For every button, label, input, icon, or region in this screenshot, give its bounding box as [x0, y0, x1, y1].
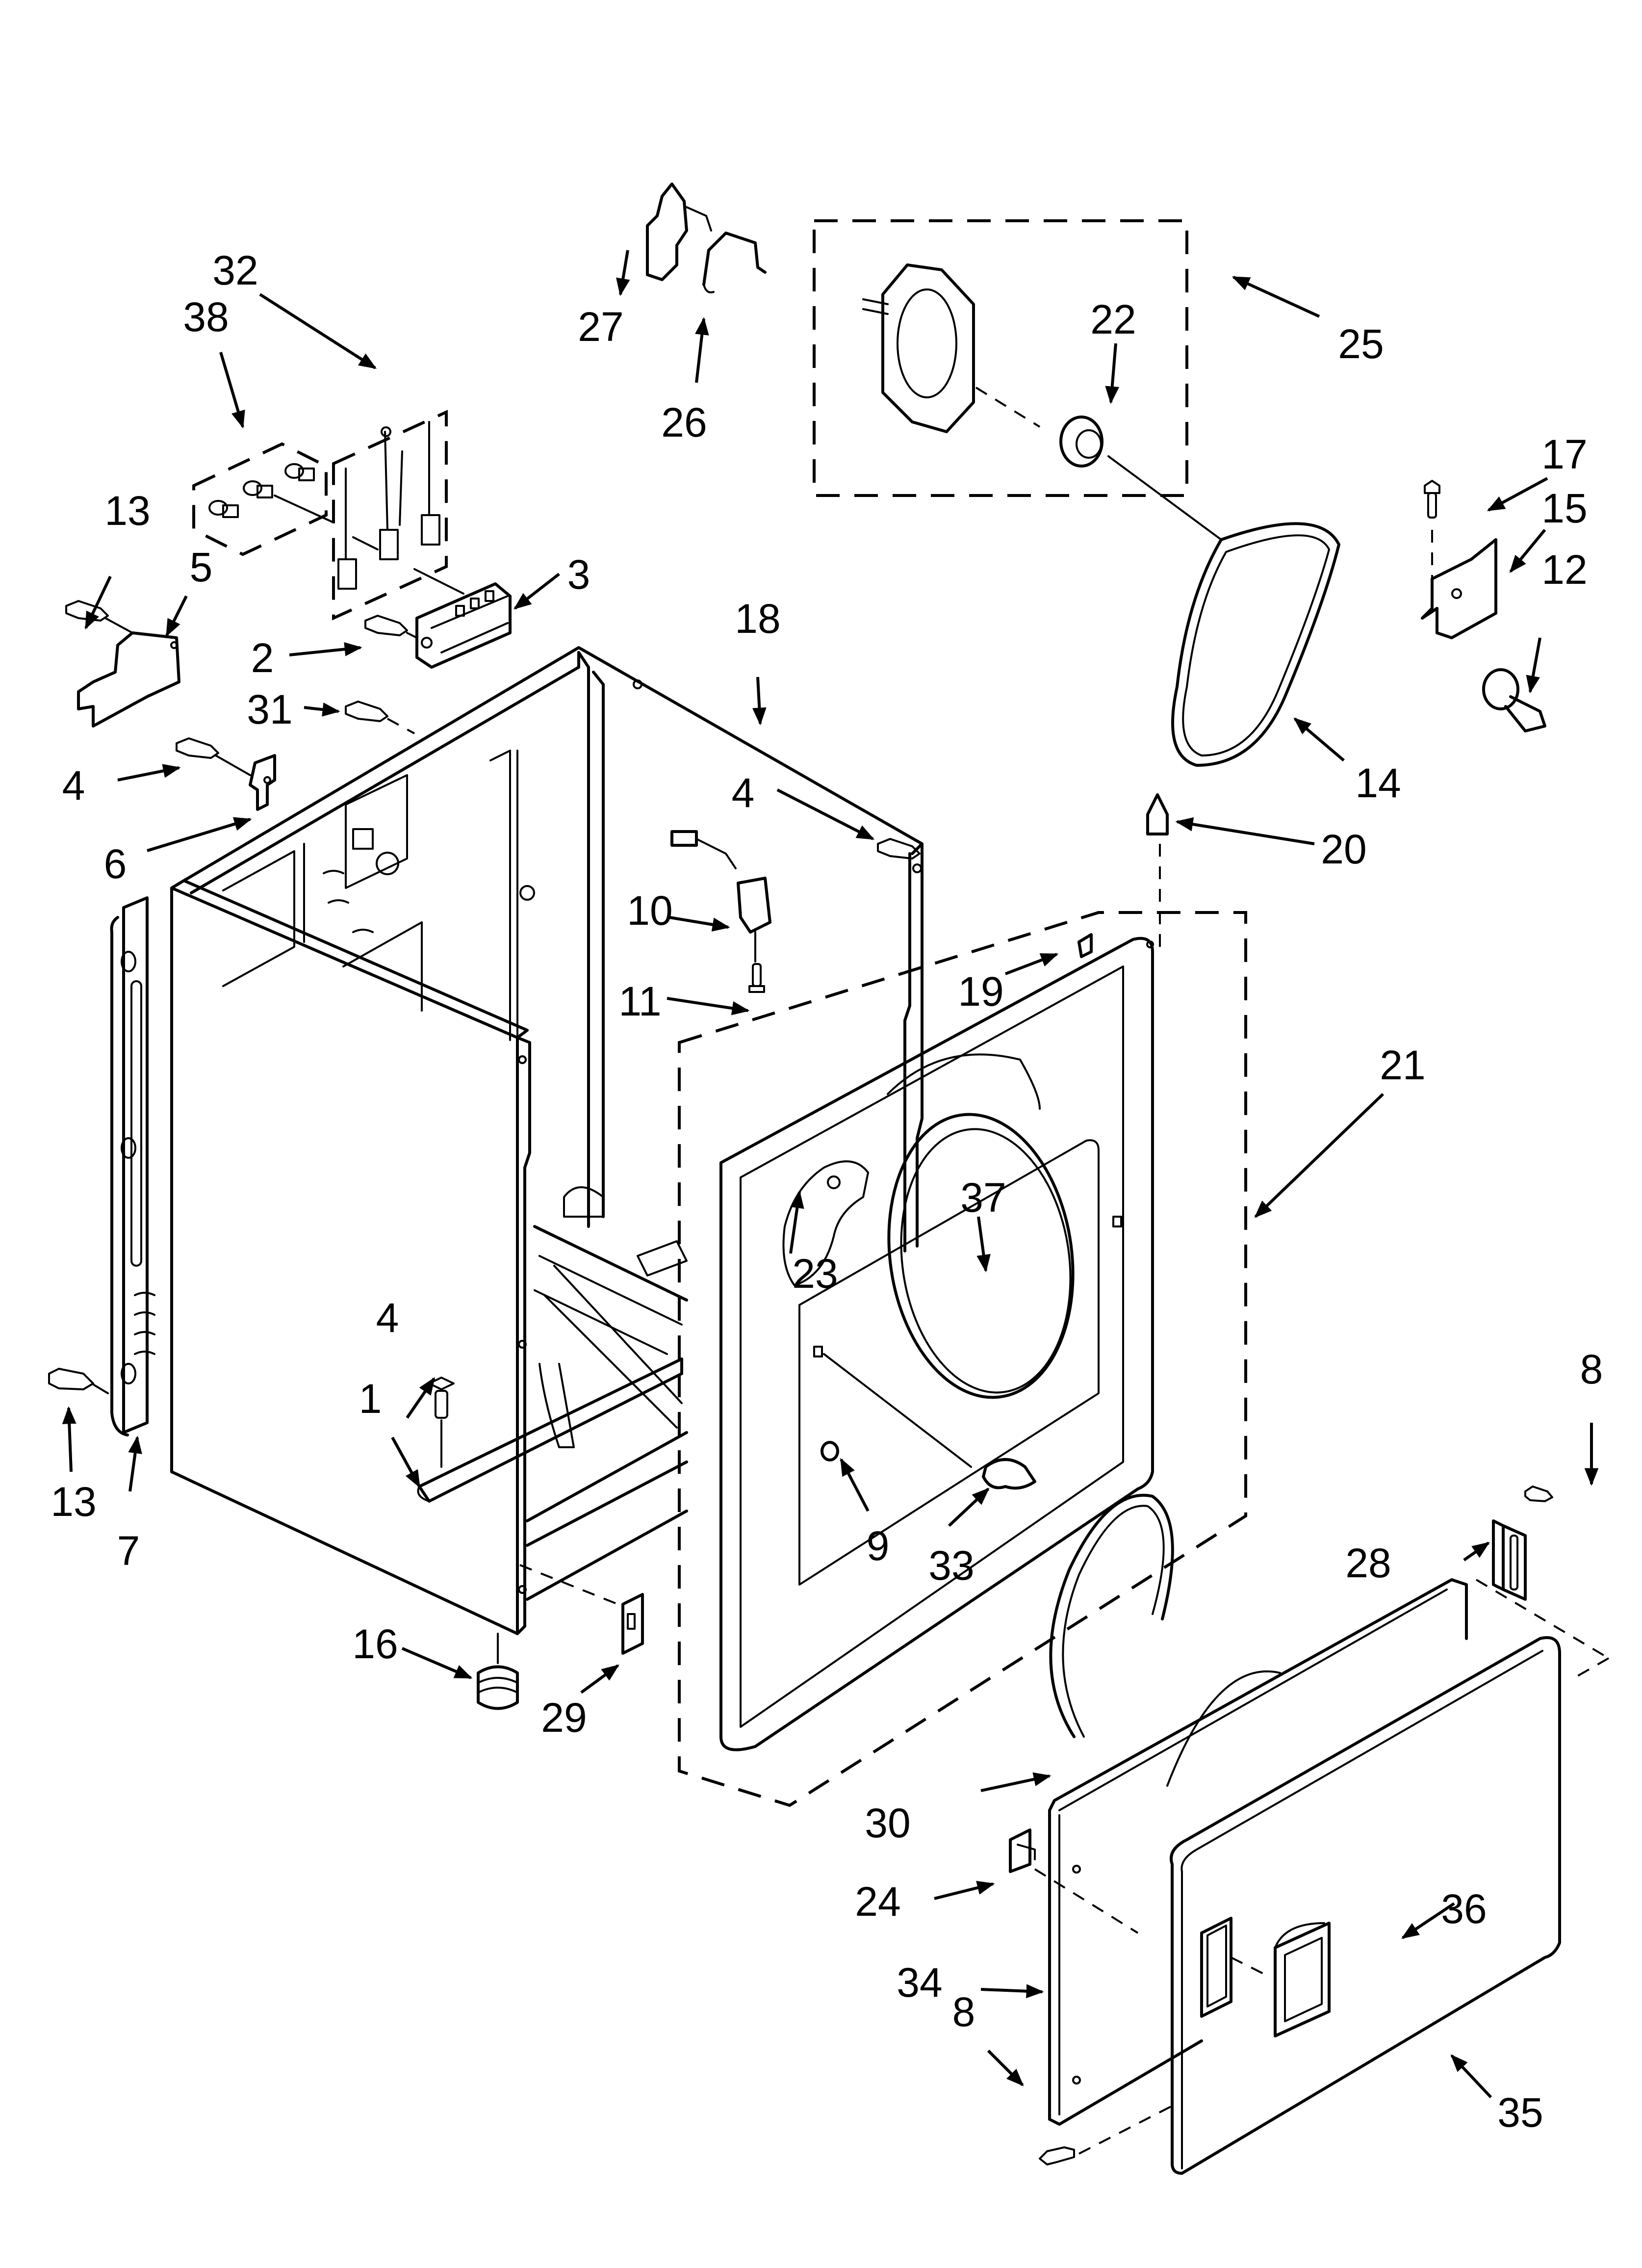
part-1-toe-panel-bar: [417, 1357, 683, 1503]
callout-13-lower: 13: [51, 1479, 96, 1525]
callout-32: 32: [212, 247, 258, 293]
part-7-side-panel-strip: [110, 896, 155, 1436]
callout-labels: 1 2 3 4 4 4 5 6 7 8 8 9 10 11 12 13 13 1…: [51, 247, 1603, 2136]
part-4-screw-lower: [428, 1377, 455, 1468]
part-22-pulley: [1059, 416, 1222, 541]
callout-33: 33: [928, 1542, 974, 1589]
callout-7: 7: [117, 1528, 140, 1574]
callout-14: 14: [1355, 760, 1401, 806]
callout-18: 18: [735, 596, 780, 642]
callout-22: 22: [1090, 296, 1136, 342]
part-16-leveling-leg: [477, 1633, 519, 1710]
part-13-screw-lower: [48, 1368, 109, 1394]
part-8-screw-lower: [1039, 2104, 1175, 2165]
part-cabinet-left-panel: [170, 879, 531, 1635]
callout-8-lower: 8: [952, 1989, 975, 2035]
part-33-clip: [823, 1353, 1036, 1490]
callout-2: 2: [251, 635, 274, 681]
part-27-bracket: [646, 182, 712, 281]
callout-30: 30: [865, 1800, 910, 1846]
callout-29: 29: [541, 1694, 587, 1741]
callout-28: 28: [1345, 1540, 1391, 1586]
part-motor: [862, 263, 1041, 433]
callout-4-right: 4: [732, 770, 755, 816]
part-front-panel: [719, 937, 1154, 1751]
callout-19: 19: [958, 968, 1003, 1015]
callout-27: 27: [578, 304, 623, 350]
callout-6: 6: [104, 841, 127, 887]
part-5-cover-plate: [77, 631, 180, 728]
callout-20: 20: [1321, 826, 1366, 872]
callout-12: 12: [1541, 547, 1587, 593]
callout-15: 15: [1541, 485, 1587, 531]
callout-38: 38: [183, 294, 229, 340]
callout-25: 25: [1338, 321, 1384, 367]
part-4-screw-right: [877, 838, 921, 860]
callout-1: 1: [359, 1376, 382, 1422]
part-34-inner-door: [1048, 1578, 1468, 2126]
callout-11: 11: [618, 978, 661, 1024]
part-8-screw-upper: [1524, 1486, 1553, 1502]
callout-23: 23: [792, 1251, 838, 1297]
part-38-switch-kit: [192, 442, 334, 556]
part-10-sensor: [670, 830, 771, 963]
callout-24: 24: [855, 1878, 900, 1925]
part-31-screw: [345, 701, 415, 734]
callout-8-upper: 8: [1580, 1346, 1603, 1392]
part-15-bracket: [1421, 538, 1497, 639]
leader-lines: [62, 250, 1599, 2099]
callout-3: 3: [567, 551, 590, 598]
callout-34: 34: [897, 1959, 942, 2006]
callout-37: 37: [960, 1174, 1006, 1221]
callout-26: 26: [661, 399, 707, 445]
part-11-screw: [748, 963, 765, 993]
part-21-front-panel-outline: [678, 911, 1247, 1807]
part-17-screw: [1424, 480, 1440, 608]
part-19-clip: [1078, 933, 1093, 958]
part-29-bracket: [519, 1564, 644, 1655]
part-26-bracket: [702, 232, 767, 293]
callout-4-upper-left: 4: [62, 762, 85, 808]
part-14-drive-belt: [1171, 522, 1340, 767]
part-6-clip: [249, 754, 276, 811]
callout-21: 21: [1380, 1042, 1425, 1088]
part-30-door-seal: [1049, 1493, 1174, 1738]
part-35-outer-door: [1166, 1636, 1561, 2175]
callout-9: 9: [867, 1523, 890, 1569]
part-28-hinge: [1475, 1519, 1610, 1679]
callout-31: 31: [247, 686, 292, 732]
callout-10: 10: [627, 887, 672, 934]
callout-13-upper: 13: [104, 488, 150, 534]
part-3-terminal-block: [415, 582, 512, 669]
part-25-motor-box: [813, 219, 1188, 497]
part-20-plug: [1146, 793, 1169, 947]
part-13-screw-upper: [65, 600, 133, 634]
part-24-latch-strike: [1009, 1828, 1139, 1934]
callout-17: 17: [1541, 431, 1587, 477]
callout-35: 35: [1497, 2089, 1543, 2136]
part-32-thermal-fuse-kit: [332, 410, 464, 621]
part-12-cam: [1482, 668, 1546, 732]
callout-4-lower: 4: [376, 1295, 399, 1341]
callout-16: 16: [352, 1621, 398, 1667]
part-18-cabinet-frame: [182, 646, 924, 1601]
part-36-handle: [1231, 1922, 1331, 2037]
callout-36: 36: [1441, 1886, 1487, 1932]
part-4-screw-upper-left: [176, 737, 251, 776]
callout-5: 5: [190, 544, 213, 590]
part-2-screw: [364, 615, 418, 639]
part-9-switch-button: [821, 1441, 839, 1461]
